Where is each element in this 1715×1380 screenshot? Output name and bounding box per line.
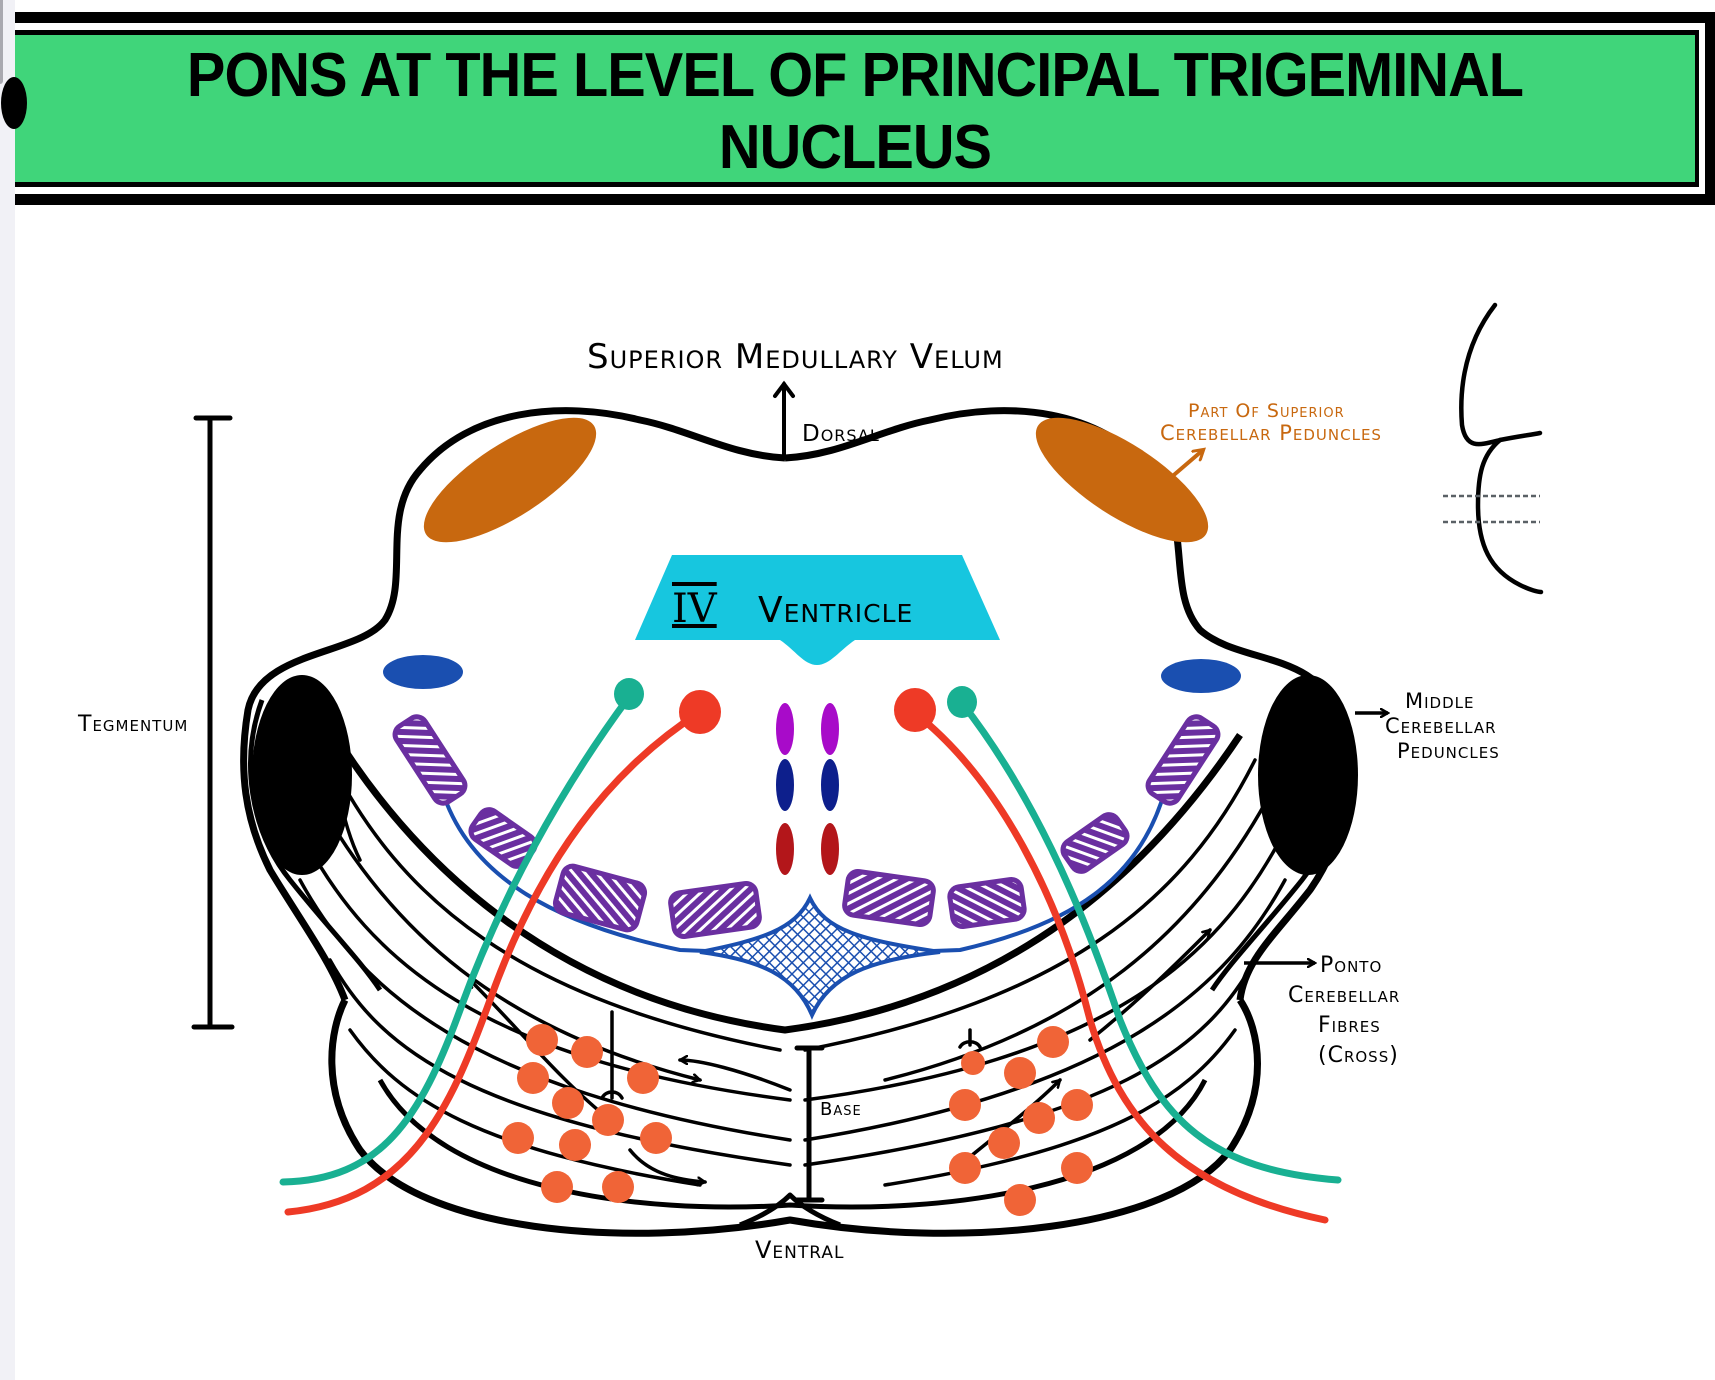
middle-cerebellar-peduncle-left [252,675,352,875]
tegmentum-label: Tegmentum [77,712,188,737]
pontocerebellar-label-line-4: (Cross) [1318,1043,1399,1068]
middle-peduncle-label-line-2: Cerebellar [1385,714,1497,738]
tract-red-left [284,708,704,1216]
teal-nucleus-right [947,686,977,718]
page-title: PONS AT THE LEVEL OF PRINCIPAL TRIGEMINA… [74,40,1636,184]
tegmentum-base-boundary [332,733,1243,1034]
red-nucleus-right [894,688,936,732]
iv-ventricle-label: Ventricle [758,590,913,631]
superior-cerebellar-peduncle-left [423,417,597,543]
descending-tracts [279,693,1342,1224]
basilar-bulge-outline [328,998,1261,1237]
middle-peduncle-label-line-3: Peduncles [1397,739,1500,763]
middle-cerebellar-peduncle-right [1258,675,1358,875]
red-nucleus-left [679,690,721,734]
superior-peduncle-leader-arrow [1166,450,1203,482]
superior-peduncle-label-line-2: Cerebellar Peduncles [1160,421,1382,445]
fourth-ventricle-shape [635,555,1000,665]
lateral-nucleus-left [383,655,463,689]
tegmentum-dorsal-outline [240,407,1351,1002]
dorsal-arrow [773,380,795,460]
superior-peduncle-label-line-1: Part Of Superior [1188,400,1345,422]
ventral-label: Ventral [755,1236,844,1264]
teal-nucleus-left [614,678,644,710]
page-title-line-2: NUCLEUS [718,113,992,182]
iv-ventricle-numeral: IV [672,586,718,632]
base-bracket [794,1045,825,1203]
pontocerebellar-label-line-2: Cerebellar [1288,983,1400,1008]
tract-teal-left [279,693,633,1186]
banner-bullet-icon [1,77,27,129]
tract-red-right [911,709,1329,1224]
browser-side-strip [0,0,15,1380]
medial-lemniscus-bundles [392,714,1221,939]
pons-outline [240,407,1351,1237]
lateral-nucleus-right [1161,659,1241,693]
collateral-stalks [600,1010,982,1100]
page-title-line-1: PONS AT THE LEVEL OF PRINCIPAL TRIGEMINA… [186,41,1524,110]
ventral-notch [739,1192,841,1228]
tract-teal-right [958,699,1342,1184]
reticular-formation-mesh [699,893,941,1020]
pontocerebellar-label-line-1: Ponto [1320,953,1382,978]
middle-peduncle-label-line-1: Middle [1405,689,1474,713]
tegmentum-bracket [191,415,235,1030]
superior-medullary-velum-label: Superior Medullary Velum [587,337,1004,377]
base-label: Base [820,1099,862,1120]
basilar-inner-groove [377,1078,1208,1210]
superior-cerebellar-peduncle-right [1035,417,1209,543]
dorsal-label: Dorsal [802,421,880,447]
pontocerebellar-label-line-3: Fibres [1318,1013,1381,1038]
banner-green-panel [1,35,1695,182]
brainstem-inset-sketch [1459,302,1544,595]
tract-origin-nuclei [614,678,977,734]
pontine-nuclei [502,1024,1093,1216]
inset-level-lines [1443,494,1540,524]
side-tab-handle[interactable] [0,0,3,84]
transverse-pontine-fibres [298,758,1285,1187]
midline-nuclei [776,703,839,875]
title-banner: PONS AT THE LEVEL OF PRINCIPAL TRIGEMINA… [1,12,1715,205]
